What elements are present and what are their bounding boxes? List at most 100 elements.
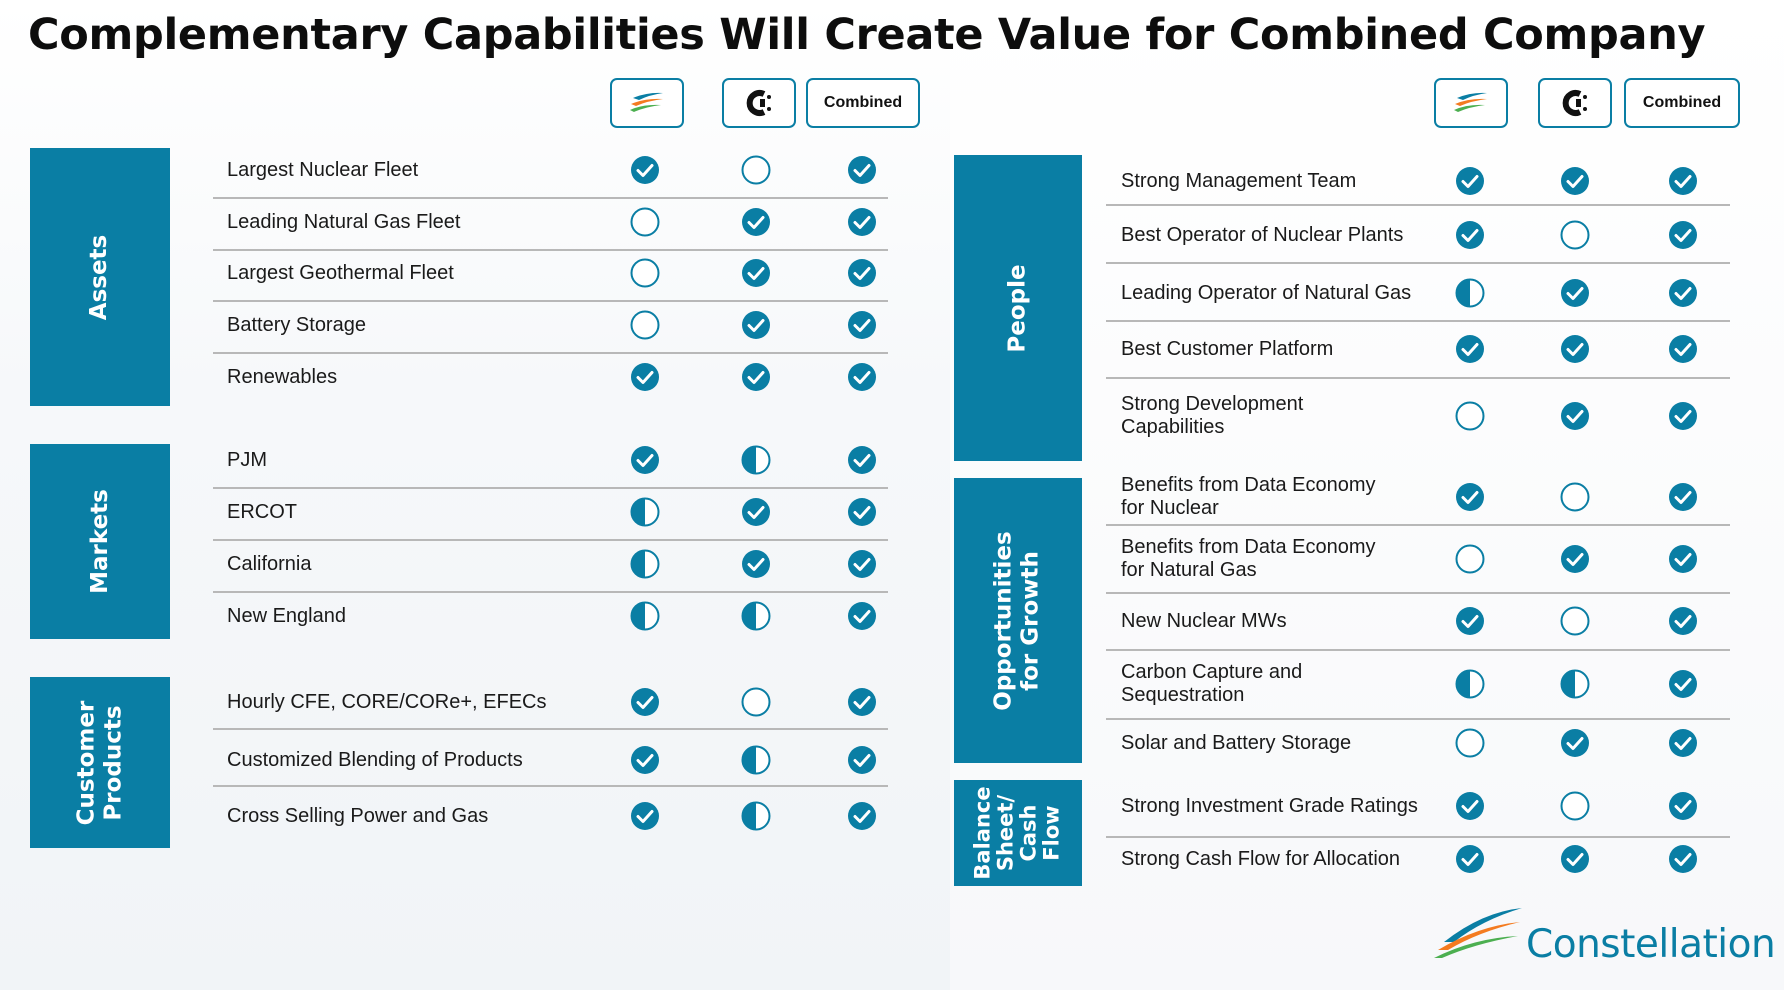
column-header-company-b-right	[1538, 78, 1612, 128]
section-balance-sheet-cash-flow: Balance Sheet/ Cash Flow	[954, 780, 1082, 886]
row-divider	[1106, 718, 1730, 720]
section-label-assets: Assets	[86, 234, 113, 320]
row-label: Largest Nuclear Fleet	[227, 158, 419, 181]
row-label: California	[227, 552, 312, 575]
check-circle-icon	[1455, 844, 1485, 874]
row-divider	[213, 300, 888, 302]
check-circle-icon	[1668, 844, 1698, 874]
section-label-customer-products: Customer Products	[73, 700, 126, 825]
row-label: Strong Development Capabilities	[1121, 393, 1304, 438]
half-circle-icon	[741, 445, 771, 475]
check-circle-icon	[741, 549, 771, 579]
column-header-combined: Combined	[806, 78, 920, 128]
row-divider	[1106, 836, 1730, 838]
check-circle-icon	[847, 687, 877, 717]
check-circle-icon	[1668, 334, 1698, 364]
combined-label: Combined	[823, 94, 903, 111]
page-title: Complementary Capabilities Will Create V…	[28, 10, 1706, 60]
row-label: Best Customer Platform	[1121, 337, 1334, 360]
row-label: Hourly CFE, CORE/CORe+, EFECs	[227, 690, 547, 713]
check-circle-icon	[1560, 166, 1590, 196]
section-label-balance-sheet: Balance Sheet/ Cash Flow	[971, 786, 1064, 880]
check-circle-icon	[1560, 844, 1590, 874]
check-circle-icon	[847, 445, 877, 475]
row-label: Leading Natural Gas Fleet	[227, 210, 461, 233]
empty-circle-icon	[1560, 482, 1590, 512]
row-divider	[213, 539, 888, 541]
combined-label: Combined	[1642, 94, 1722, 111]
check-circle-icon	[741, 310, 771, 340]
empty-circle-icon	[1455, 728, 1485, 758]
row-divider	[213, 487, 888, 489]
check-circle-icon	[1668, 606, 1698, 636]
row-label: Largest Geothermal Fleet	[227, 261, 454, 284]
empty-circle-icon	[1560, 791, 1590, 821]
check-circle-icon	[1668, 669, 1698, 699]
check-circle-icon	[1455, 334, 1485, 364]
row-divider	[213, 197, 888, 199]
check-circle-icon	[630, 745, 660, 775]
check-circle-icon	[630, 445, 660, 475]
check-circle-icon	[1455, 166, 1485, 196]
brand-wordmark: Constellation	[1526, 922, 1776, 967]
section-label-people: People	[1004, 263, 1031, 353]
half-circle-icon	[1455, 278, 1485, 308]
check-circle-icon	[1668, 544, 1698, 574]
check-circle-icon	[1455, 482, 1485, 512]
half-circle-icon	[741, 745, 771, 775]
check-circle-icon	[741, 258, 771, 288]
empty-circle-icon	[630, 310, 660, 340]
section-label-markets: Markets	[86, 489, 113, 594]
check-circle-icon	[1455, 791, 1485, 821]
section-opportunities-for-growth: Opportunities for Growth	[954, 478, 1082, 763]
row-divider	[213, 249, 888, 251]
section-label-opportunities: Opportunities for Growth	[991, 530, 1045, 711]
row-divider	[1106, 524, 1730, 526]
constellation-logo-icon	[1454, 92, 1487, 112]
row-label: Battery Storage	[227, 313, 366, 336]
check-circle-icon	[847, 745, 877, 775]
empty-circle-icon	[741, 155, 771, 185]
empty-circle-icon	[1560, 606, 1590, 636]
check-circle-icon	[847, 310, 877, 340]
check-circle-icon	[630, 155, 660, 185]
row-label: Strong Cash Flow for Allocation	[1121, 847, 1401, 870]
row-divider	[1106, 649, 1730, 651]
constellation-swoosh-icon	[1434, 908, 1522, 958]
check-circle-icon	[847, 497, 877, 527]
row-divider	[1106, 592, 1730, 594]
check-circle-icon	[741, 362, 771, 392]
row-label: Carbon Capture and Sequestration	[1121, 661, 1303, 706]
check-circle-icon	[847, 207, 877, 237]
row-divider	[213, 352, 888, 354]
empty-circle-icon	[1455, 401, 1485, 431]
row-label: ERCOT	[227, 500, 297, 523]
section-markets: Markets	[30, 444, 170, 639]
row-divider	[1106, 262, 1730, 264]
right-panel-background	[950, 0, 1784, 990]
row-label: PJM	[227, 448, 267, 471]
row-label: Best Operator of Nuclear Plants	[1121, 223, 1404, 246]
section-customer-products: Customer Products	[30, 677, 170, 848]
half-circle-icon	[741, 601, 771, 631]
row-label: Strong Investment Grade Ratings	[1121, 794, 1418, 817]
check-circle-icon	[630, 362, 660, 392]
row-label: Benefits from Data Economy for Nuclear	[1121, 474, 1376, 519]
section-people: People	[954, 155, 1082, 461]
check-circle-icon	[1560, 278, 1590, 308]
check-circle-icon	[1668, 220, 1698, 250]
half-circle-icon	[630, 549, 660, 579]
check-circle-icon	[630, 687, 660, 717]
check-circle-icon	[847, 601, 877, 631]
empty-circle-icon	[1455, 544, 1485, 574]
check-circle-icon	[847, 549, 877, 579]
row-label: Renewables	[227, 365, 338, 388]
row-label: New Nuclear MWs	[1121, 609, 1287, 632]
check-circle-icon	[847, 258, 877, 288]
empty-circle-icon	[1560, 220, 1590, 250]
calpine-logo-icon	[746, 90, 771, 116]
check-circle-icon	[741, 497, 771, 527]
row-divider	[213, 591, 888, 593]
row-label: Benefits from Data Economy for Natural G…	[1121, 536, 1376, 581]
constellation-logo-icon	[630, 92, 663, 112]
